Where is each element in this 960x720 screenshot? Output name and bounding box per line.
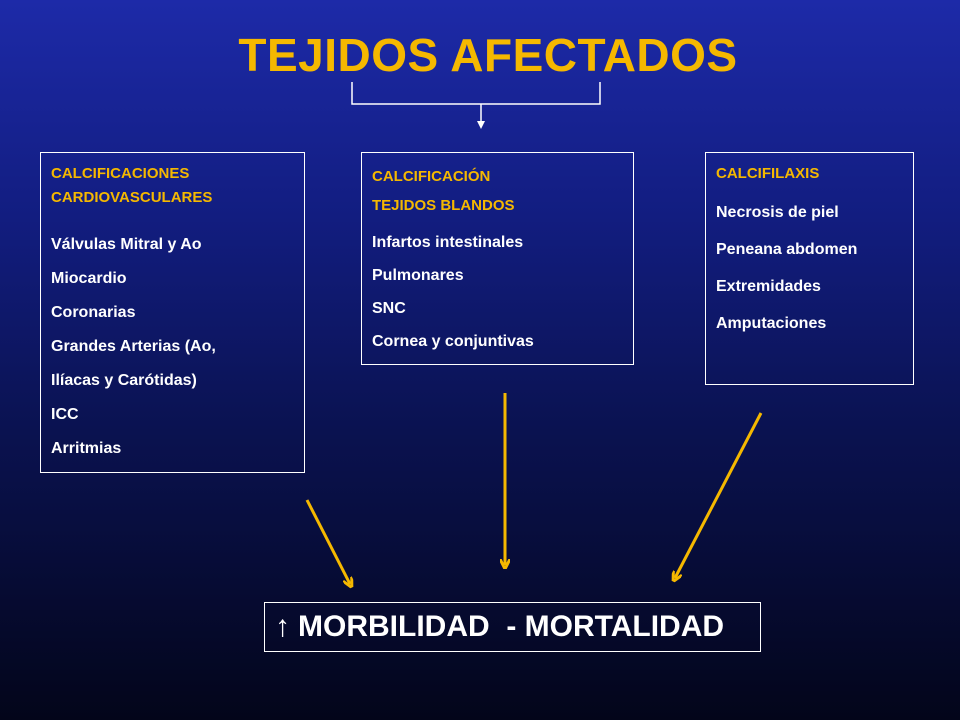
title-bracket: [351, 82, 601, 105]
list-item: Válvulas Mitral y Ao: [51, 236, 202, 253]
page-title: TEJIDOS AFECTADOS: [238, 29, 738, 81]
box-cardiovascular: CALCIFICACIONES CARDIOVASCULARES Válvula…: [40, 152, 305, 473]
list-item: Infartos intestinales: [372, 234, 524, 251]
list-item: Amputaciones: [716, 315, 827, 332]
box-calciphylaxis: CALCIFILAXIS Necrosis de piel Peneana ab…: [705, 152, 914, 385]
list-item: Coronarias: [51, 304, 136, 321]
arrow-left: [305, 499, 350, 584]
list-item: Peneana abdomen: [716, 241, 858, 258]
box-soft-tissue: CALCIFICACIÓN TEJIDOS BLANDOS Infartos i…: [361, 152, 634, 365]
list-item: Pulmonares: [372, 267, 464, 284]
box-heading: CALCIFILAXIS: [716, 165, 820, 182]
list-item: Extremidades: [716, 278, 821, 295]
box-heading: CALCIFICACIÓN TEJIDOS BLANDOS: [372, 168, 515, 214]
result-label: MORBILIDAD - MORTALIDAD: [298, 610, 725, 643]
list-item: Necrosis de piel: [716, 204, 839, 221]
list-item: ICC: [51, 406, 79, 423]
list-item: Grandes Arterias (Ao,: [51, 338, 216, 355]
list-item: Miocardio: [51, 270, 127, 287]
list-item: Ilíacas y Carótidas): [51, 372, 197, 389]
arrow-right: [675, 412, 763, 578]
box-heading: CALCIFICACIONES CARDIOVASCULARES: [51, 165, 213, 206]
arrow-up-icon: ↑: [275, 610, 290, 643]
list-item: Arritmias: [51, 440, 122, 457]
list-item: Cornea y conjuntivas: [372, 333, 534, 350]
result-box: ↑MORBILIDAD - MORTALIDAD: [264, 602, 761, 652]
list-item: SNC: [372, 300, 406, 317]
